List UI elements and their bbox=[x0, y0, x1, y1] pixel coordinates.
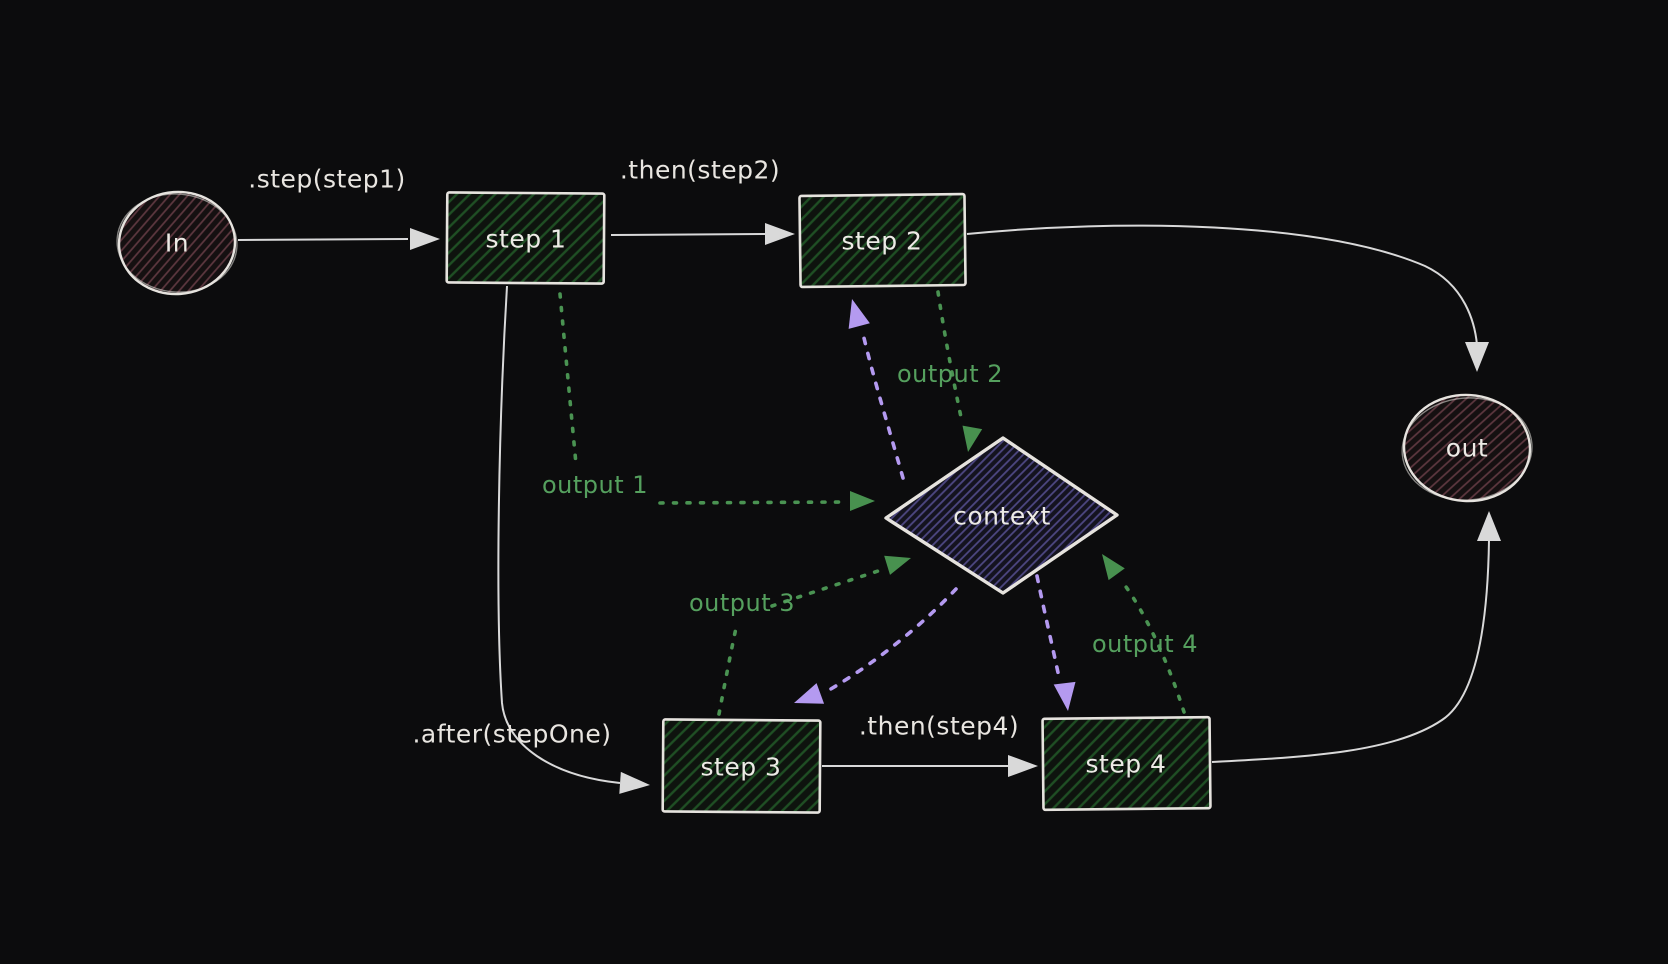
edge-context-step4 bbox=[1035, 574, 1062, 684]
edge-step1-step3 bbox=[497, 285, 621, 784]
node-label-step4: step 4 bbox=[1085, 749, 1167, 779]
node-label-context: context bbox=[953, 501, 1051, 531]
arrowhead-output1-into-context bbox=[850, 491, 875, 511]
edge-output3 bbox=[717, 567, 886, 716]
edge-label-output4: output 4 bbox=[1091, 630, 1199, 658]
edge-label-after-stepOne: .after(stepOne) bbox=[412, 719, 612, 749]
node-label-step3: step 3 bbox=[700, 752, 782, 782]
node-label-out: out bbox=[1445, 433, 1489, 463]
arrowhead-into-out-top bbox=[1465, 342, 1489, 372]
edge-label-output1: output 1 bbox=[541, 471, 649, 499]
node-step1 bbox=[445, 191, 606, 285]
edge-output2 bbox=[936, 290, 964, 424]
node-step2 bbox=[798, 192, 967, 289]
edge-label-then-step4: .then(step4) bbox=[858, 711, 1020, 741]
node-in bbox=[116, 190, 238, 296]
arrowhead-into-step4 bbox=[1008, 755, 1038, 777]
edge-in-step1 bbox=[237, 238, 409, 241]
arrowhead-into-out-bottom bbox=[1477, 511, 1501, 541]
edge-step1-step2 bbox=[610, 233, 767, 236]
edge-output4 bbox=[1122, 582, 1186, 714]
edge-context-step3 bbox=[822, 587, 958, 695]
node-context bbox=[884, 436, 1119, 595]
arrowhead-context-into-step4 bbox=[1053, 681, 1076, 711]
arrowhead-into-step3 bbox=[619, 771, 650, 794]
edge-label-output2: output 2 bbox=[896, 360, 1004, 388]
arrowhead-context-into-step3 bbox=[794, 683, 825, 704]
edge-output1 bbox=[558, 292, 848, 505]
edge-label-then-step2: .then(step2) bbox=[619, 155, 781, 185]
arrowhead-output2-into-context bbox=[962, 425, 983, 452]
arrowhead-context-into-step2 bbox=[848, 299, 870, 329]
arrowhead-output4-into-context bbox=[1102, 554, 1125, 581]
node-label-step1: step 1 bbox=[485, 224, 567, 254]
edge-step4-out bbox=[1211, 539, 1490, 763]
edge-label-output3: output 3 bbox=[688, 589, 796, 617]
node-step4 bbox=[1041, 715, 1212, 812]
arrowhead-output3-into-context bbox=[884, 555, 911, 575]
edge-label-step-step1: .step(step1) bbox=[248, 164, 406, 194]
edge-context-step2 bbox=[862, 336, 905, 480]
edge-step2-out bbox=[966, 224, 1478, 346]
node-step3 bbox=[661, 718, 822, 814]
node-out bbox=[1401, 393, 1533, 503]
node-label-step2: step 2 bbox=[841, 226, 923, 256]
arrowhead-into-step2 bbox=[765, 223, 795, 245]
arrowhead-into-step1 bbox=[410, 228, 440, 250]
node-label-in: In bbox=[164, 228, 190, 258]
